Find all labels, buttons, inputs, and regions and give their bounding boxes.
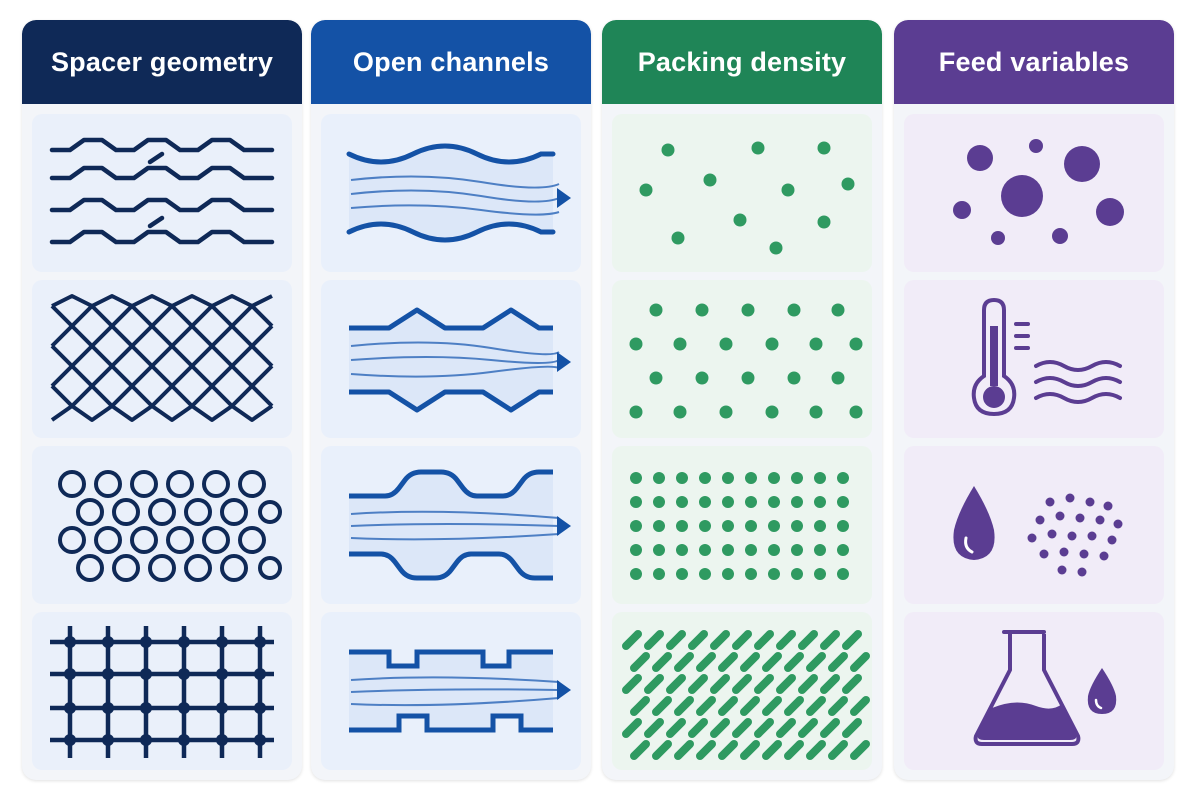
square-grid-mesh-icon [50, 626, 274, 758]
medium-dots-icon [629, 303, 863, 419]
tile-channel-wavy [321, 114, 581, 272]
tile-density-medium [612, 280, 872, 438]
column-header-open-channels: Open channels [311, 20, 591, 104]
dense-dots-icon [630, 472, 849, 580]
tile-spacer-grid [32, 612, 292, 770]
diamond-mesh-icon [50, 294, 274, 422]
tile-spacer-diamond [32, 280, 292, 438]
sparse-dots-icon [639, 141, 855, 255]
wavy-channel-flow-icon [346, 143, 571, 243]
tile-feed-temperature [904, 280, 1164, 438]
column-open-channels: Open channels [311, 20, 591, 780]
tile-channel-rounded [321, 446, 581, 604]
tile-feed-particles [904, 114, 1164, 272]
droplet-solutes-icon [953, 486, 1123, 577]
tile-channel-zigzag [321, 280, 581, 438]
tile-channel-square [321, 612, 581, 770]
tile-feed-solutes [904, 446, 1164, 604]
square-channel-flow-icon [349, 649, 571, 733]
column-header-spacer-geometry: Spacer geometry [22, 20, 302, 104]
zigzag-channel-flow-icon [349, 307, 571, 413]
tile-density-dense [612, 446, 872, 604]
flask-droplet-icon [973, 630, 1117, 746]
particles-icon [953, 139, 1124, 245]
tile-density-fibers [612, 612, 872, 770]
tile-density-sparse [612, 114, 872, 272]
tile-spacer-wave [32, 114, 292, 272]
column-header-packing-density: Packing density [602, 20, 882, 104]
tile-feed-flask [904, 612, 1164, 770]
wave-mesh-icon [49, 137, 275, 245]
column-feed-variables: Feed variables [894, 20, 1174, 780]
knit-loop-mesh-icon [58, 470, 282, 582]
column-spacer-geometry: Spacer geometry [22, 20, 302, 780]
very-dense-fibers-icon [622, 630, 870, 760]
column-header-feed-variables: Feed variables [894, 20, 1174, 104]
column-packing-density: Packing density [602, 20, 882, 780]
rounded-channel-flow-icon [349, 469, 571, 581]
temperature-icon [971, 297, 1122, 417]
tile-spacer-knit [32, 446, 292, 604]
